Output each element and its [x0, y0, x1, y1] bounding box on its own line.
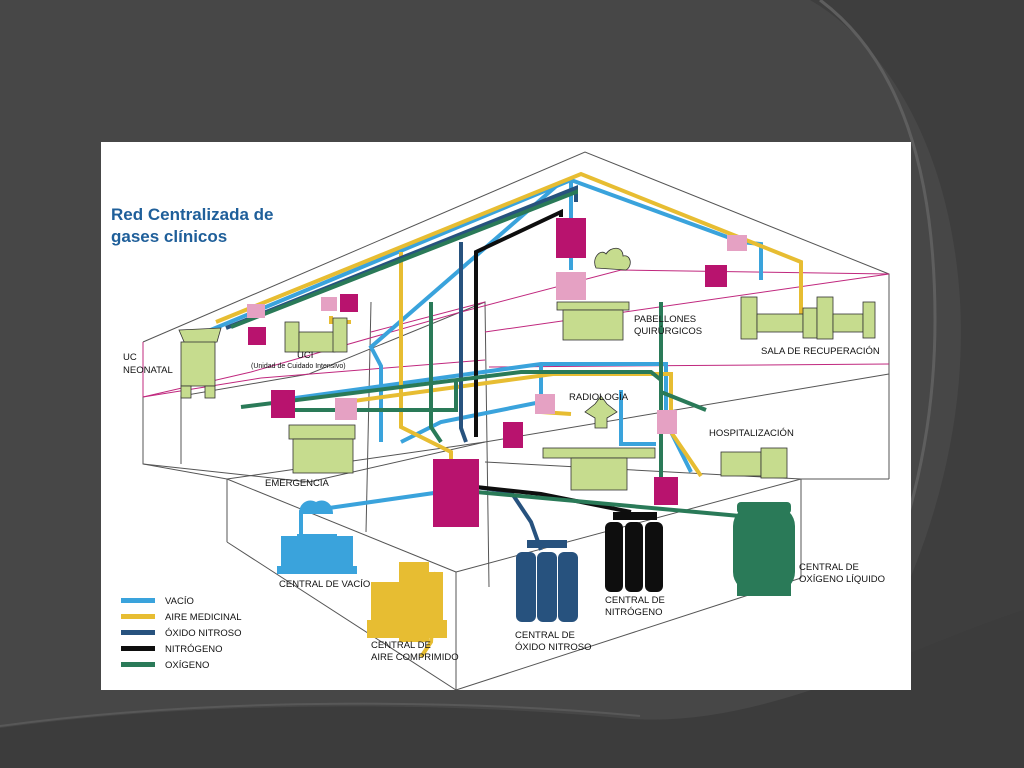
valve-pabellones-secondary [556, 272, 586, 300]
valve-emergencia-secondary [335, 398, 357, 420]
room-equipment [178, 247, 876, 491]
central-vacio-equipment [277, 500, 357, 574]
valve-recuperacion-secondary [727, 235, 747, 251]
emergency-stretcher [288, 424, 356, 474]
label-emergencia: EMERGENCIA [265, 478, 330, 489]
neonatal-incubator [178, 327, 222, 399]
gas-network-diagram: UC NEONATAL UCI (Unidad de Cuidado Inten… [121, 151, 890, 690]
xray-machine [542, 395, 656, 491]
label-central-oxigeno-2: OXÍGENO LÍQUIDO [799, 574, 885, 585]
valve-uci-secondary [321, 297, 337, 311]
label-quirurgicos: QUIRÚRGICOS [634, 326, 702, 337]
label-uc-neonatal: UC [123, 352, 137, 363]
label-radiologia: RADIOLOGÍA [569, 392, 629, 403]
label-central-aire-2: AIRE COMPRIMIDO [371, 652, 459, 663]
diagram-card: UC NEONATAL UCI (Unidad de Cuidado Inten… [101, 142, 911, 690]
valve-radiologia-secondary [535, 394, 555, 414]
legend-label-oxido: ÓXIDO NITROSO [165, 628, 242, 639]
valve-hospitalizacion-main [654, 477, 678, 505]
legend-swatch-oxigeno [121, 662, 155, 667]
legend-label-aire: AIRE MEDICINAL [165, 612, 242, 623]
valve-pabellones-main [556, 218, 586, 258]
legend-swatch-oxido [121, 630, 155, 635]
valve-main-manifold [433, 459, 479, 527]
valves [247, 218, 747, 527]
label-central-aire: CENTRAL DE [371, 640, 431, 651]
central-aire-equipment [367, 562, 447, 642]
legend-label-vacio: VACÍO [165, 596, 194, 607]
diagram-title: Red Centralizada de gases clínicos [111, 204, 274, 248]
background-swoosh-dark [800, 0, 1024, 768]
label-central-nitrogeno-2: NITRÓGENO [605, 607, 663, 618]
legend: VACÍO AIRE MEDICINAL ÓXIDO NITROSO NITRÓ… [121, 596, 242, 671]
valve-radiologia-main [503, 422, 523, 448]
valve-hospitalizacion-secondary [657, 410, 677, 434]
legend-swatch-nitrogeno [121, 646, 155, 651]
valve-uci-main [340, 294, 358, 312]
central-nitrogeno-equipment [605, 512, 663, 592]
uci-bed [284, 317, 348, 353]
central-labels: CENTRAL DE VACÍO CENTRAL DE AIRE COMPRIM… [279, 562, 885, 663]
central-oxido-equipment [516, 540, 578, 622]
valve-neonatal-secondary [247, 304, 265, 318]
diagram-title-line-2: gases clínicos [111, 227, 228, 246]
label-sala-recuperacion: SALA DE RECUPERACIÓN [761, 346, 880, 357]
label-central-vacio: CENTRAL DE VACÍO [279, 579, 370, 590]
legend-label-nitrogeno: NITRÓGENO [165, 644, 223, 655]
hospital-bed [720, 447, 788, 479]
label-central-oxido: CENTRAL DE [515, 630, 575, 641]
room-labels: UC NEONATAL UCI (Unidad de Cuidado Inten… [123, 314, 880, 489]
background-swoosh-bottom [0, 610, 1024, 768]
label-central-oxido-2: ÓXIDO NITROSO [515, 642, 592, 653]
central-oxigeno-equipment [733, 502, 795, 596]
label-pabellones: PABELLONES [634, 314, 696, 325]
legend-swatch-vacio [121, 598, 155, 603]
recovery-beds [740, 296, 876, 340]
valve-neonatal-main [248, 327, 266, 345]
label-uc-neonatal-2: NEONATAL [123, 365, 173, 376]
valve-recuperacion-main [705, 265, 727, 287]
label-central-oxigeno: CENTRAL DE [799, 562, 859, 573]
label-hospitalizacion: HOSPITALIZACIÓN [709, 428, 794, 439]
valve-emergencia-main [271, 390, 295, 418]
legend-swatch-aire [121, 614, 155, 619]
legend-label-oxigeno: OXÍGENO [165, 660, 209, 671]
diagram-title-line-1: Red Centralizada de [111, 205, 274, 224]
label-uci-sub: (Unidad de Cuidado Intensivo) [251, 363, 346, 370]
pipe-nitrogeno [474, 208, 632, 514]
surgical-lamp [556, 247, 631, 341]
label-uci: UCI [297, 350, 313, 361]
label-central-nitrogeno: CENTRAL DE [605, 595, 665, 606]
